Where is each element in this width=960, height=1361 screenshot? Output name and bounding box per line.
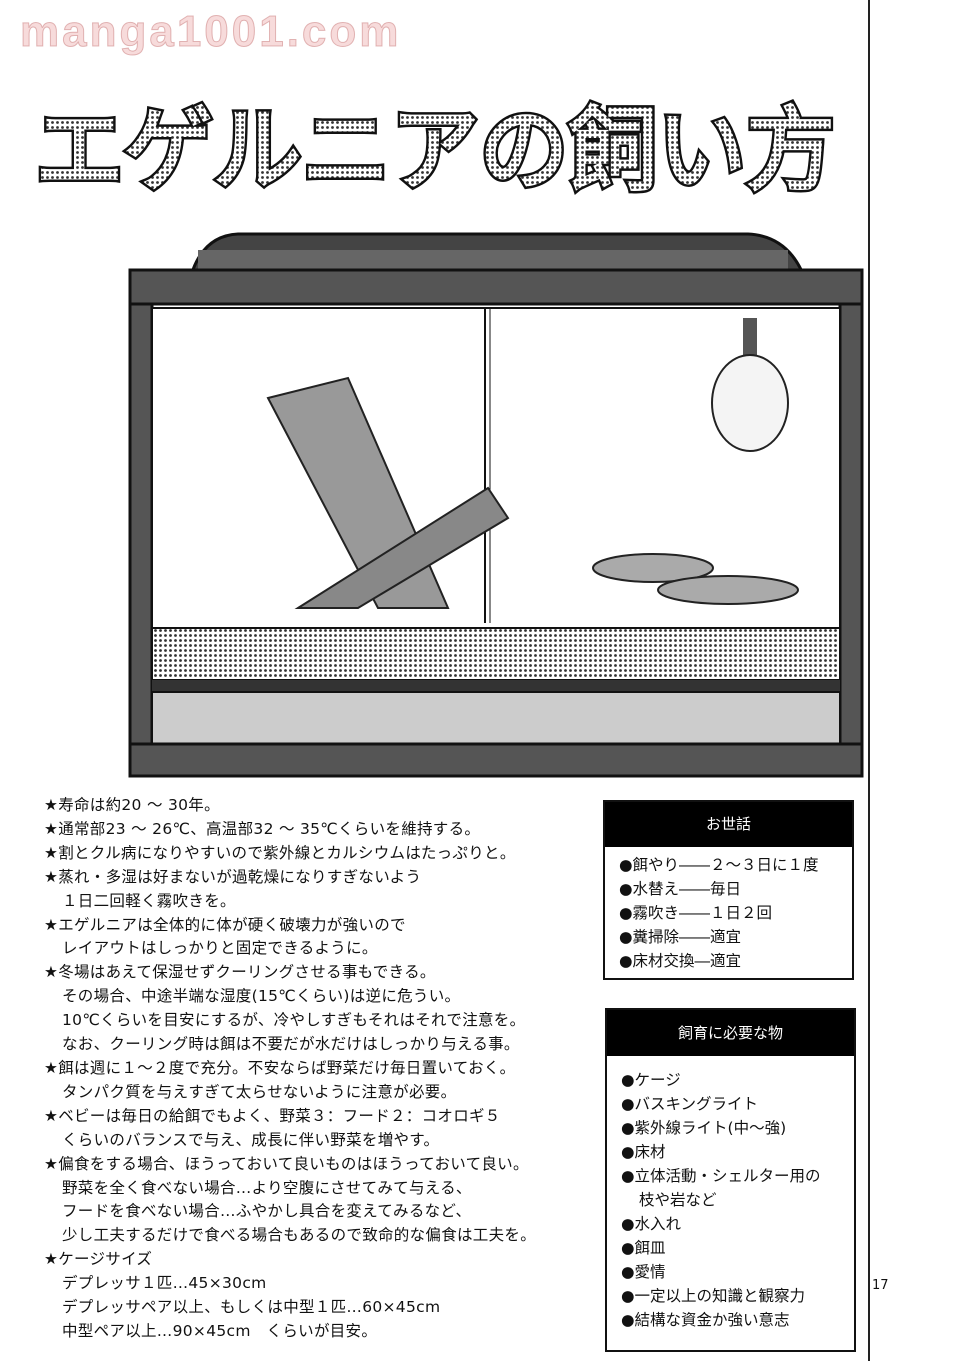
list-item: ●バスキングライト xyxy=(621,1095,759,1113)
list-item: ●立体活動・シェルター用の xyxy=(621,1167,821,1185)
page-title: エゲルニアの飼い方 xyxy=(20,70,850,210)
list-item: ●一定以上の知識と観察力 xyxy=(621,1287,806,1305)
note-line: ★ベビーは毎日の給餌でもよく、野菜３：フード２：コオロギ５ xyxy=(44,1106,501,1125)
note-line: タンパク質を与えすぎて太らせないように注意が必要。 xyxy=(62,1082,457,1101)
needs-box-heading: 飼育に必要な物 xyxy=(607,1010,854,1056)
note-line: レイアウトはしっかりと固定できるように。 xyxy=(62,939,378,958)
note-line: ★蒸れ・多湿は好まないが過乾燥になりすぎないよう xyxy=(44,867,422,886)
list-item: ●餌皿 xyxy=(621,1239,666,1257)
panel-border xyxy=(868,0,870,1361)
note-line: 野菜を全く食べない場合…より空腹にさせてみて与える、 xyxy=(62,1178,472,1197)
note-line: ★割とクル病になりやすいので紫外線とカルシウムはたっぷりと。 xyxy=(44,843,516,862)
note-line: ★寿命は約20 ～ 30年。 xyxy=(44,796,220,814)
note-line: デプレッサペア以上、もしくは中型１匹…60×45cm xyxy=(62,1298,441,1317)
care-notes: ★寿命は約20 ～ 30年。 ★通常部23 ～ 26℃、高温部32 ～ 35℃くら… xyxy=(44,794,604,1344)
note-line: ★偏食をする場合、ほうっておいて良いものはほうっておいて良い。 xyxy=(44,1154,529,1173)
list-item: ●霧吹き――１日２回 xyxy=(619,904,773,922)
title-lettering: エゲルニアの飼い方 xyxy=(35,97,835,204)
note-line: その場合、中途半端な湿度(15℃くらい)は逆に危うい。 xyxy=(62,987,461,1006)
page-number: 17 xyxy=(872,1278,889,1293)
list-item: ●水入れ xyxy=(621,1215,682,1233)
note-line: ★エゲルニアは全体的に体が硬く破壊力が強いので xyxy=(44,915,406,934)
list-item: 枝や岩など xyxy=(639,1191,717,1209)
note-line: 少し工夫するだけで食べる場合もあるので致命的な偏食は工夫を。 xyxy=(62,1226,537,1245)
note-line: 10℃くらいを目安にするが、冷やしすぎもそれはそれで注意を。 xyxy=(62,1011,526,1030)
list-item: ●愛情 xyxy=(621,1263,666,1281)
list-item: ●ケージ xyxy=(621,1071,681,1089)
note-line: １日二回軽く霧吹きを。 xyxy=(62,891,236,910)
note-line: 中型ペア以上…90×45cm くらいが目安。 xyxy=(62,1321,378,1340)
list-item: ●結構な資金か強い意志 xyxy=(621,1311,790,1329)
list-item: ●床材交換―適宜 xyxy=(619,952,742,970)
list-item: ●紫外線ライト(中～強) xyxy=(621,1119,787,1137)
care-box: お世話 ●餌やり――２～３日に１度 ●水替え――毎日 ●霧吹き――１日２回 ●糞掃除―… xyxy=(603,800,854,980)
note-line: ★冬場はあえて保湿せずクーリングさせる事もできる。 xyxy=(44,963,436,982)
cage-illustration xyxy=(128,228,864,780)
note-line: ★餌は週に１～２度で充分。不安ならば野菜だけ毎日置いておく。 xyxy=(44,1058,516,1077)
watermark: manga1001.com xyxy=(19,7,402,57)
note-line: ★通常部23 ～ 26℃、高温部32 ～ 35℃くらいを維持する。 xyxy=(44,819,481,838)
note-line: フードを食べない場合…ふやかし具合を変えてみるなど、 xyxy=(62,1202,472,1221)
needs-box: 飼育に必要な物 ●ケージ ●バスキングライト ●紫外線ライト(中～強) ●床材 ●立体活… xyxy=(605,1008,856,1352)
list-item: ●床材 xyxy=(621,1143,666,1161)
note-line: なお、クーリング時は餌は不要だが水だけはしっかり与える事。 xyxy=(62,1035,520,1054)
note-line: くらいのバランスで与え、成長に伴い野菜を増やす。 xyxy=(62,1130,440,1149)
note-line: デプレッサ１匹…45×30cm xyxy=(62,1274,267,1293)
list-item: ●水替え――毎日 xyxy=(619,880,742,898)
care-box-heading: お世話 xyxy=(605,802,852,847)
list-item: ●餌やり――２～３日に１度 xyxy=(619,856,819,874)
list-item: ●糞掃除――適宜 xyxy=(619,928,742,946)
note-line: ★ケージサイズ xyxy=(44,1250,153,1269)
